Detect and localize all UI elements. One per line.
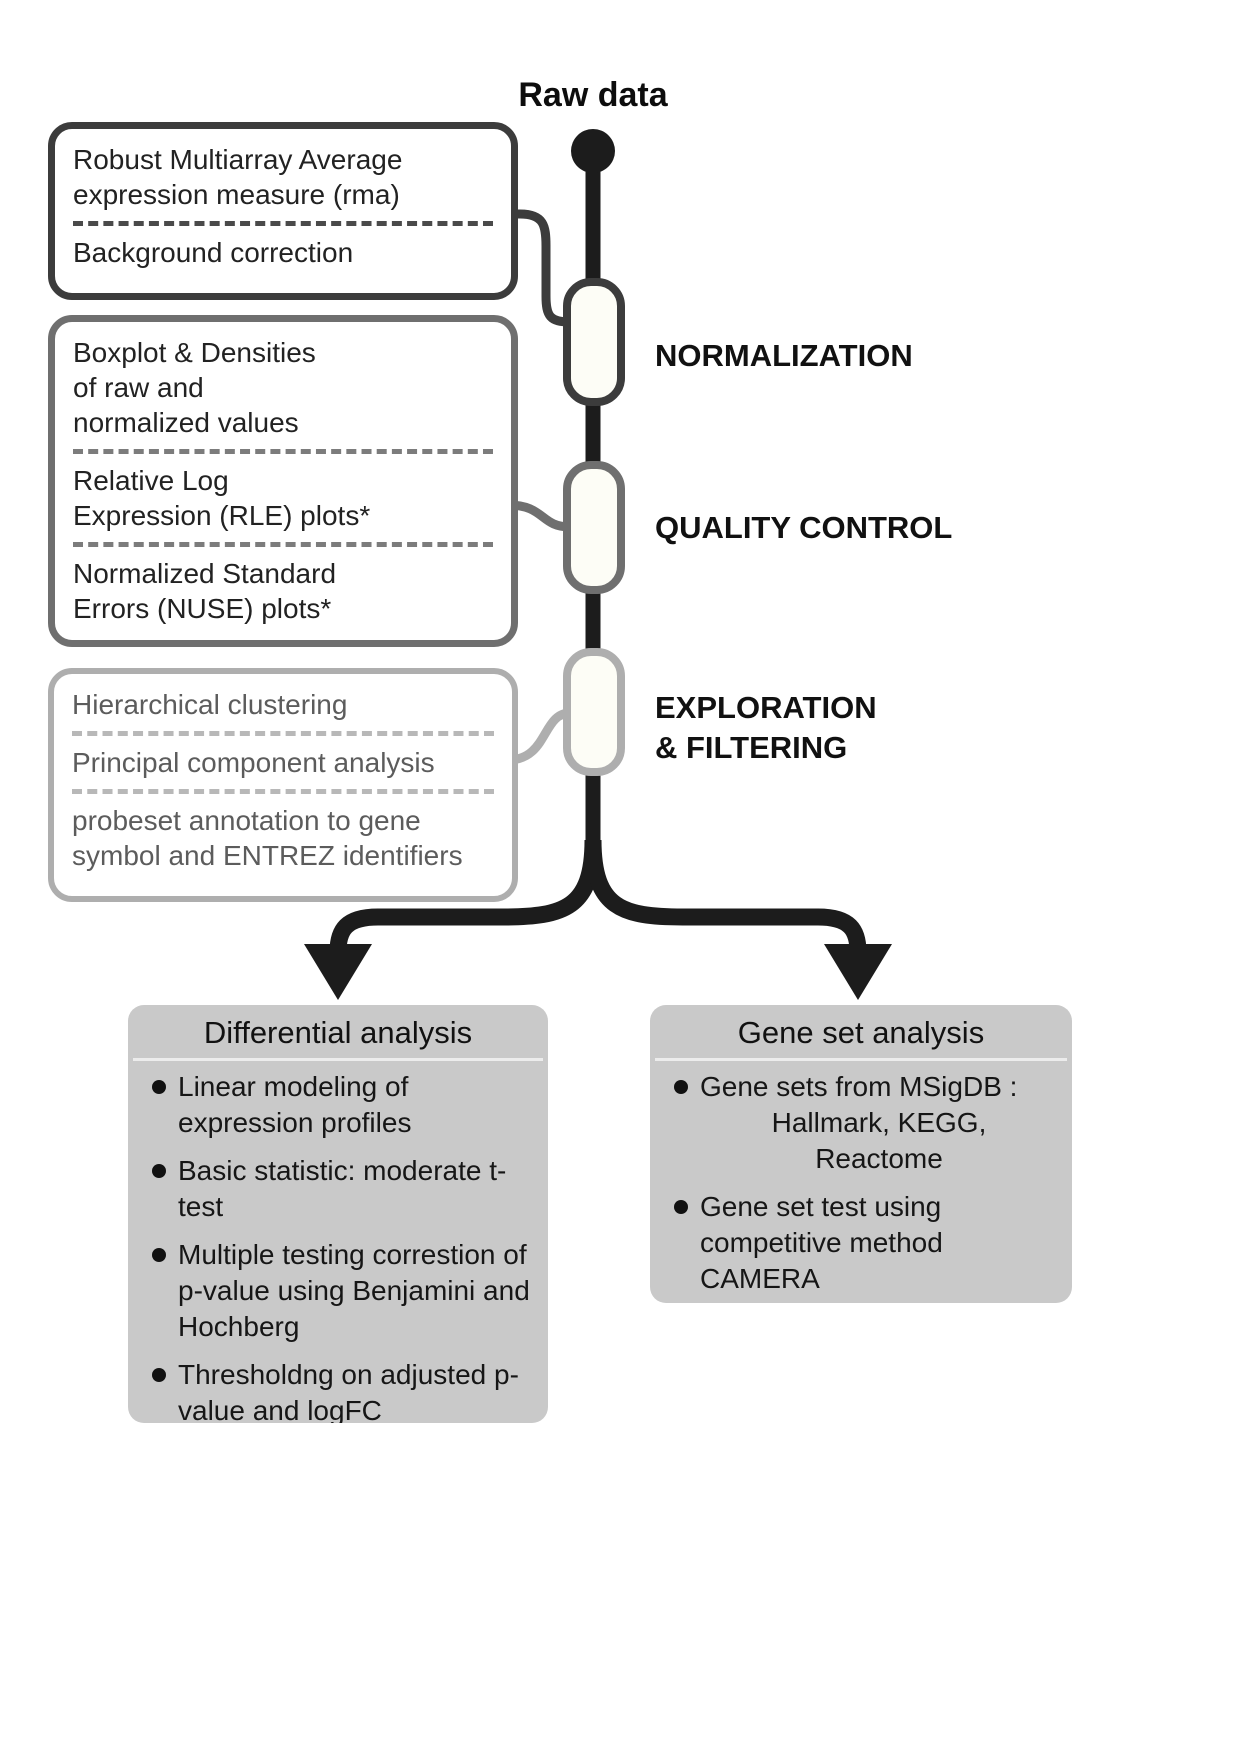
dashed-divider xyxy=(73,221,493,226)
differential-analysis-panel: Differential analysis Linear modeling of… xyxy=(128,1005,548,1423)
connector-exploration xyxy=(507,708,571,765)
differential-analysis-title: Differential analysis xyxy=(133,1005,543,1061)
raw-data-dot xyxy=(571,129,615,173)
box-item: Boxplot & Densities of raw and normalize… xyxy=(73,337,316,438)
stage-label-quality-control: QUALITY CONTROL xyxy=(655,510,953,545)
quality-control-node xyxy=(563,461,625,594)
dashed-divider xyxy=(73,449,493,454)
stage-label-normalization: NORMALIZATION xyxy=(655,338,913,373)
dashed-divider xyxy=(73,542,493,547)
bullet-item: Basic statistic: moderate t-test xyxy=(148,1153,534,1225)
gene-set-analysis-title: Gene set analysis xyxy=(655,1005,1067,1061)
box-item: Robust Multiarray Average expression mea… xyxy=(73,144,403,210)
bullet-item: Thresholdng on adjusted p-value and logF… xyxy=(148,1357,534,1423)
bullet-item: Multiple testing correstion of p-value u… xyxy=(148,1237,534,1345)
box-item: probeset annotation to gene symbol and E… xyxy=(72,805,463,871)
branch-left xyxy=(329,839,602,953)
gene-set-analysis-list: Gene sets from MSigDB : Hallmark, KEGG, … xyxy=(650,1069,1072,1297)
connector-normalization xyxy=(508,209,571,327)
bullet-sub-text: Hallmark, KEGG, Reactome xyxy=(771,1107,987,1174)
exploration-methods-box: Hierarchical clustering Principal compon… xyxy=(48,668,518,902)
differential-analysis-list: Linear modeling of expression profiles B… xyxy=(128,1069,548,1423)
normalization-methods-box: Robust Multiarray Average expression mea… xyxy=(48,122,518,300)
raw-data-label: Raw data xyxy=(518,76,668,114)
box-item: Relative Log Expression (RLE) plots* xyxy=(73,465,371,531)
box-item: Principal component analysis xyxy=(72,747,435,778)
branch-right xyxy=(584,839,867,953)
arrowhead-left xyxy=(304,944,372,1000)
bullet-text: Gene set test using competitive method C… xyxy=(700,1191,943,1294)
gene-set-analysis-panel: Gene set analysis Gene sets from MSigDB … xyxy=(650,1005,1072,1303)
dashed-divider xyxy=(72,789,494,794)
bullet-item: Gene set test using competitive method C… xyxy=(670,1189,1058,1297)
stage-label-exploration-filtering: EXPLORATION & FILTERING xyxy=(655,690,877,765)
bullet-item: Gene sets from MSigDB : Hallmark, KEGG, … xyxy=(670,1069,1058,1177)
normalization-node xyxy=(563,278,625,406)
bullet-text: Gene sets from MSigDB : xyxy=(700,1071,1018,1102)
box-item: Normalized Standard Errors (NUSE) plots* xyxy=(73,558,337,624)
box-item: Background correction xyxy=(73,237,354,268)
bullet-item: Linear modeling of expression profiles xyxy=(148,1069,534,1141)
dashed-divider xyxy=(72,731,494,736)
arrowhead-right xyxy=(824,944,892,1000)
exploration-node xyxy=(563,648,625,776)
box-item: Hierarchical clustering xyxy=(72,689,348,720)
quality-control-methods-box: Boxplot & Densities of raw and normalize… xyxy=(48,315,518,647)
